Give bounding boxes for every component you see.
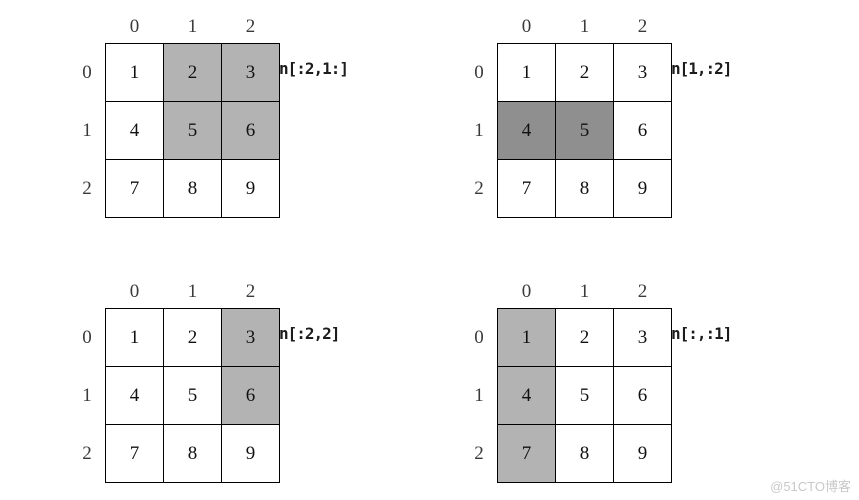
matrix-cell: 1 bbox=[497, 43, 556, 102]
matrix-cell: 2 bbox=[555, 43, 614, 102]
matrix-cell: 7 bbox=[105, 424, 164, 483]
column-header: 0 bbox=[129, 16, 140, 37]
matrix-cell: 5 bbox=[555, 366, 614, 425]
column-header: 1 bbox=[579, 16, 590, 37]
column-header: 0 bbox=[129, 281, 140, 302]
matrix-corner bbox=[461, 11, 498, 44]
row-header: 1 bbox=[82, 119, 92, 141]
matrix-cell: 6 bbox=[613, 366, 672, 425]
row-header: 1 bbox=[82, 384, 92, 406]
matrix-cell: 9 bbox=[221, 424, 280, 483]
row-header: 2 bbox=[474, 177, 484, 199]
matrix-cell: 9 bbox=[221, 159, 280, 218]
matrix-cell: 7 bbox=[497, 424, 556, 483]
matrix-cell: 1 bbox=[105, 308, 164, 367]
matrix-cell: 5 bbox=[555, 101, 614, 160]
matrix-cell: 4 bbox=[497, 101, 556, 160]
column-header: 2 bbox=[637, 281, 648, 302]
matrix-cell: 6 bbox=[221, 366, 280, 425]
row-header: 2 bbox=[82, 177, 92, 199]
matrix-corner bbox=[69, 276, 106, 309]
column-header: 2 bbox=[245, 281, 256, 302]
slice-label: n[:2,2] bbox=[279, 324, 340, 343]
row-header: 2 bbox=[474, 442, 484, 464]
matrix-cell: 1 bbox=[497, 308, 556, 367]
row-header: 2 bbox=[82, 442, 92, 464]
column-header: 0 bbox=[521, 16, 532, 37]
matrix-cell: 9 bbox=[613, 159, 672, 218]
row-header: 1 bbox=[474, 384, 484, 406]
matrix-cell: 3 bbox=[613, 43, 672, 102]
matrix-cell: 4 bbox=[105, 366, 164, 425]
matrix-cell: 9 bbox=[613, 424, 672, 483]
matrix-cell: 2 bbox=[163, 43, 222, 102]
watermark: @51CTO博客 bbox=[770, 479, 851, 494]
matrix-cell: 3 bbox=[221, 43, 280, 102]
matrix-cell: 8 bbox=[163, 424, 222, 483]
row-header: 0 bbox=[474, 61, 484, 83]
slice-label: n[1,:2] bbox=[671, 59, 732, 78]
row-header: 0 bbox=[82, 61, 92, 83]
column-header: 2 bbox=[637, 16, 648, 37]
row-header: 0 bbox=[82, 326, 92, 348]
matrix-cell: 6 bbox=[221, 101, 280, 160]
matrix-cell: 2 bbox=[163, 308, 222, 367]
matrix-corner bbox=[69, 11, 106, 44]
column-header: 1 bbox=[187, 16, 198, 37]
column-header: 2 bbox=[245, 16, 256, 37]
matrix-cell: 7 bbox=[105, 159, 164, 218]
matrix-cell: 6 bbox=[613, 101, 672, 160]
column-header: 1 bbox=[187, 281, 198, 302]
matrix-cell: 8 bbox=[555, 424, 614, 483]
matrix-cell: 4 bbox=[497, 366, 556, 425]
matrix-cell: 1 bbox=[105, 43, 164, 102]
slice-label: n[:,:1] bbox=[671, 324, 732, 343]
matrix-cell: 3 bbox=[221, 308, 280, 367]
matrix-cell: 5 bbox=[163, 101, 222, 160]
matrix-cell: 3 bbox=[613, 308, 672, 367]
row-header: 0 bbox=[474, 326, 484, 348]
matrix-cell: 4 bbox=[105, 101, 164, 160]
slice-label: n[:2,1:] bbox=[279, 59, 349, 78]
matrix-cell: 2 bbox=[555, 308, 614, 367]
matrix-cell: 7 bbox=[497, 159, 556, 218]
matrix-cell: 5 bbox=[163, 366, 222, 425]
row-header: 1 bbox=[474, 119, 484, 141]
column-header: 0 bbox=[521, 281, 532, 302]
matrix-cell: 8 bbox=[163, 159, 222, 218]
column-header: 1 bbox=[579, 281, 590, 302]
matrix-cell: 8 bbox=[555, 159, 614, 218]
matrix-corner bbox=[461, 276, 498, 309]
